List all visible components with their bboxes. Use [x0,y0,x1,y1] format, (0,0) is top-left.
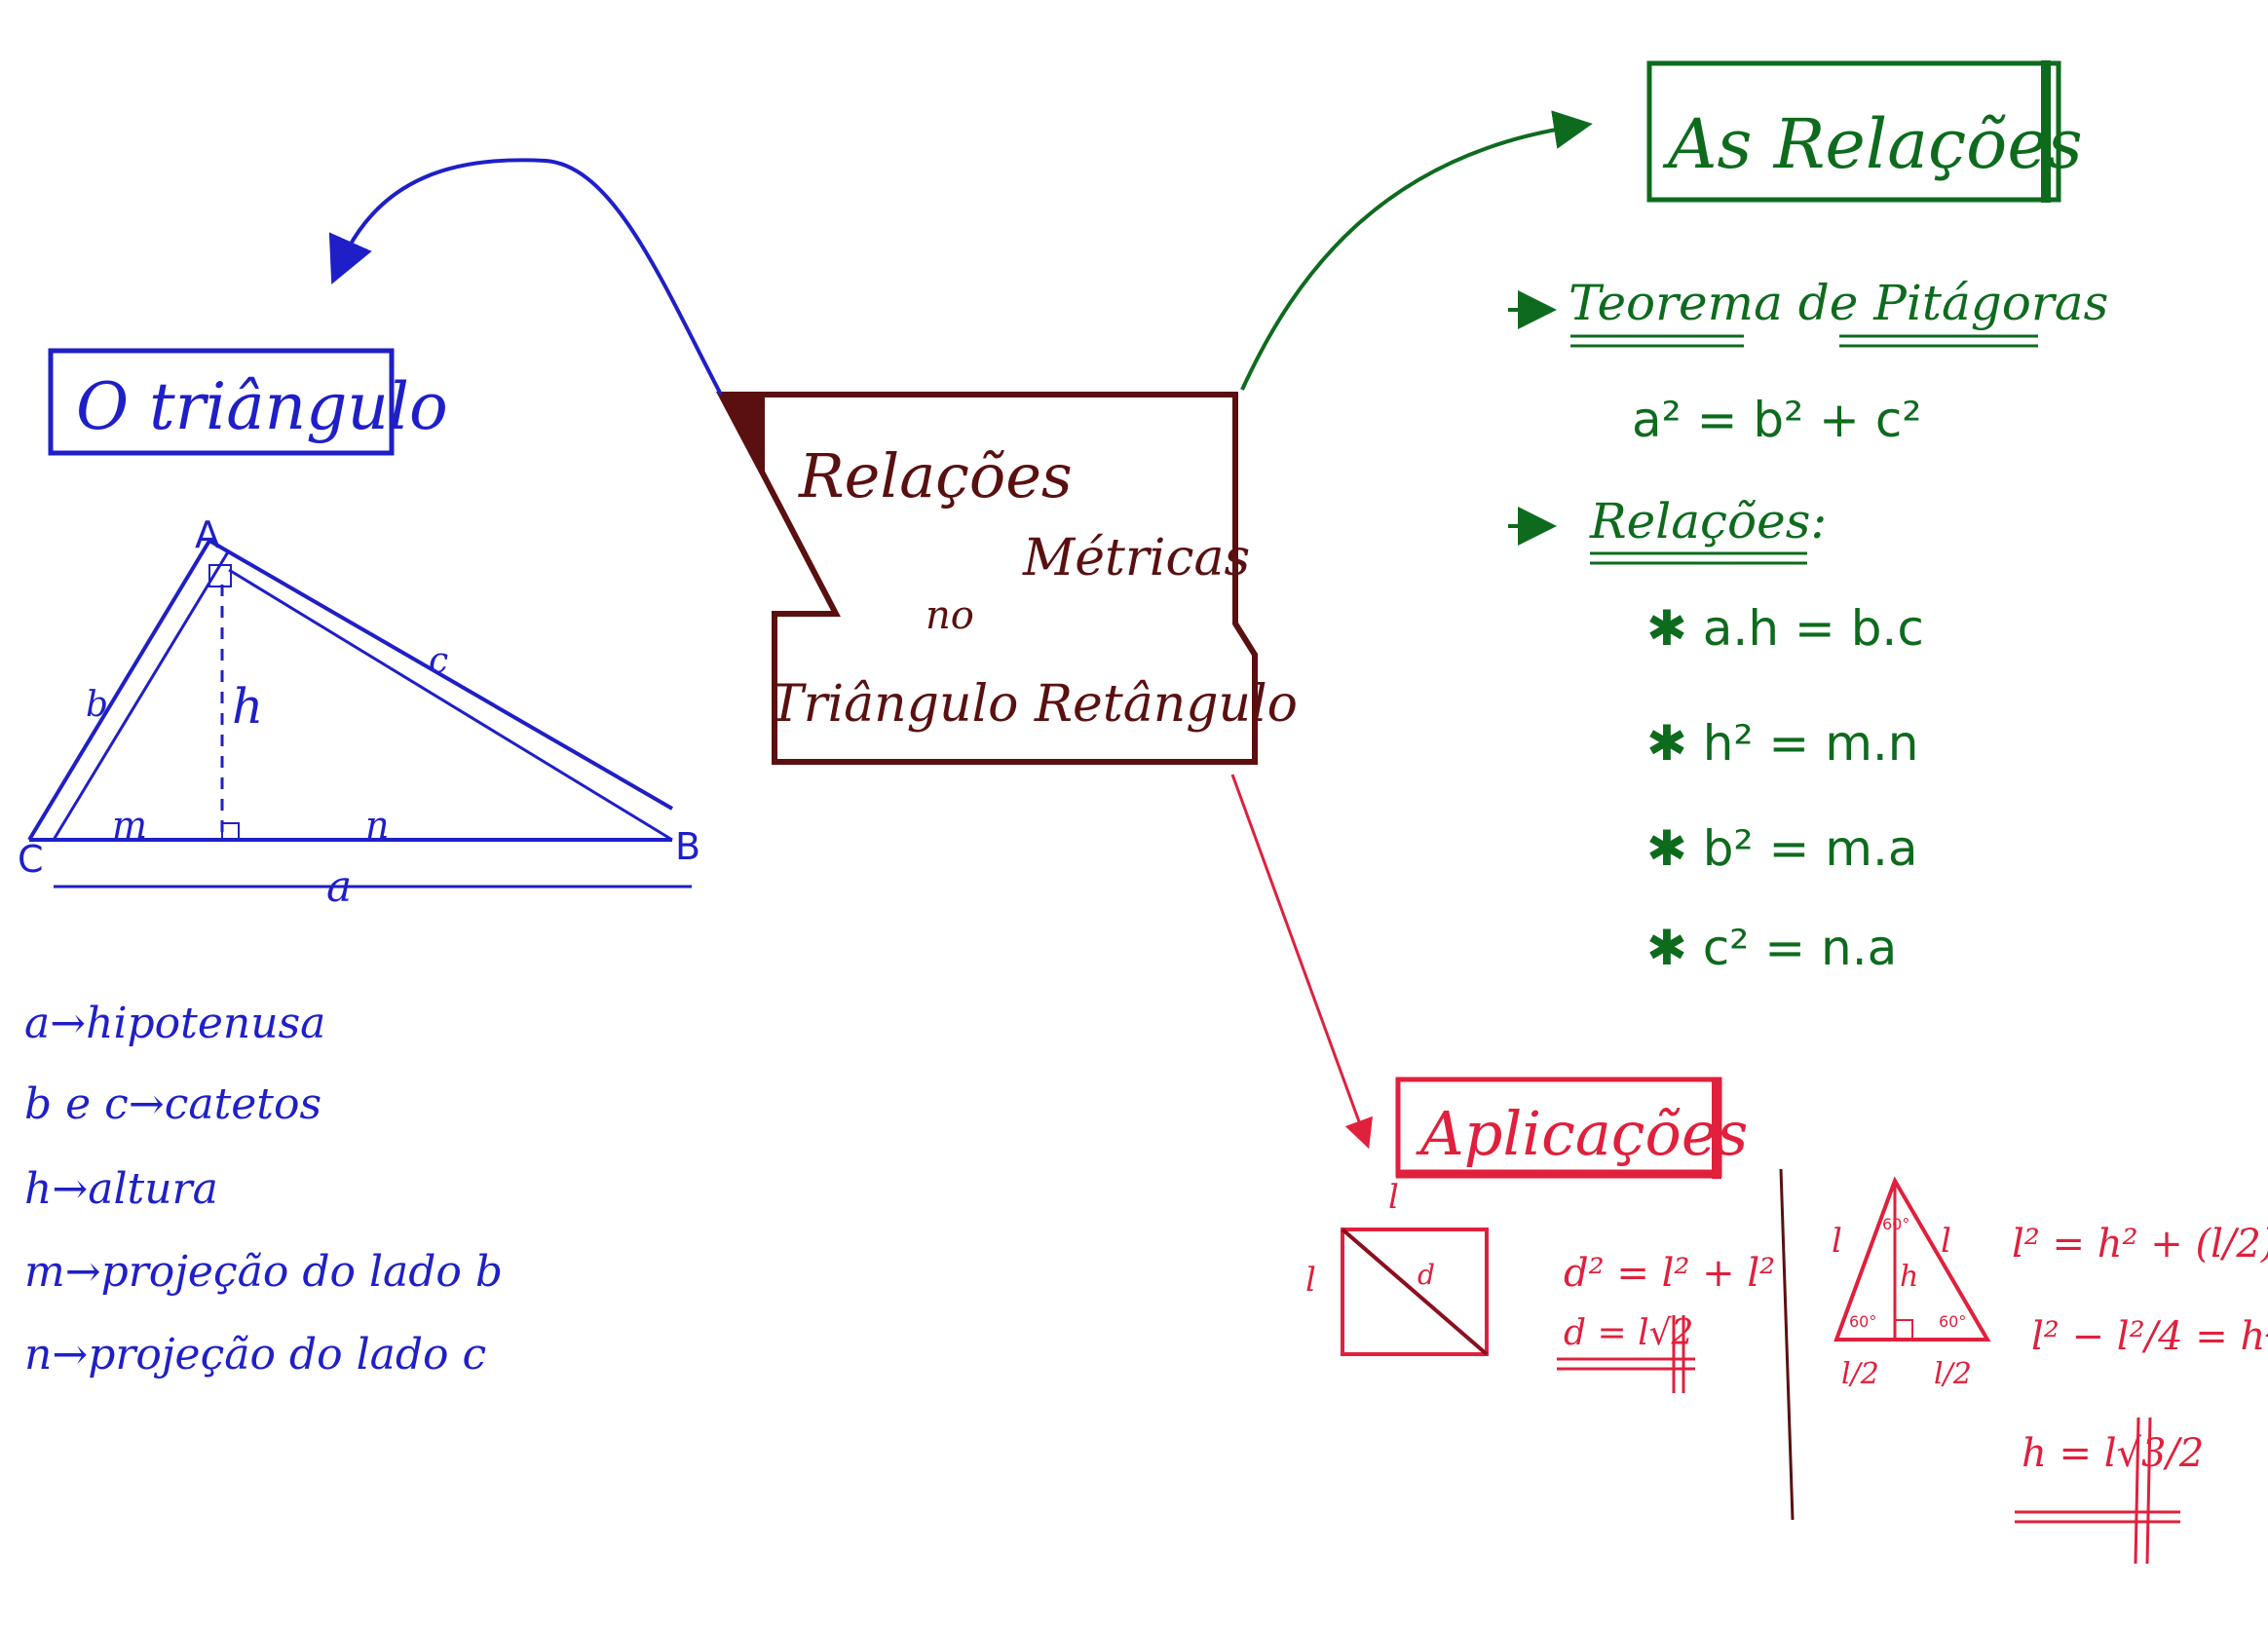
square-shape [1341,1228,1489,1356]
equilateral-right-angle [1894,1319,1913,1341]
square-side-top: l [1388,1178,1399,1217]
square-formula1: d² = l² + l² [1564,1251,1775,1296]
vertex-b-label: B [675,825,700,868]
connector-blue [328,158,723,396]
relation-formula: ✱ h² = m.n [1646,715,1919,772]
eq-half-right: l/2 [1934,1357,1972,1391]
right-angle-mark [221,822,240,841]
eq-half-left: l/2 [1841,1357,1879,1391]
legend-item: a→hipotenusa [24,999,325,1048]
eq-formula3: h = l√3/2 [2022,1431,2204,1476]
eq-result-mark [2134,1417,2140,1565]
relations-branch: As Relações Teorema de Pitágoras a² = b²… [1508,60,2108,976]
legend-item: b e c→catetos [24,1079,321,1129]
square-diag-label: d [1418,1259,1435,1291]
central-line2: Métricas [1022,529,1250,587]
square-example: l l d d² = l² + l² d = l√2 [1305,1178,1775,1393]
relations-label: Relações: [1589,493,1827,549]
proj-n-label: n [365,804,389,847]
base-a-label: a [326,862,352,912]
applications-title: Aplicações [1416,1098,1748,1169]
vertex-a-angle-mark [208,564,232,587]
applications-divider [1779,1168,1795,1521]
legend-item: n→projeção do lado c [24,1330,486,1380]
vertex-a-label: A [195,513,220,556]
applications-branch: Aplicações l l d d² = l² + l² d = l√2 l … [1305,1077,2268,1565]
side-c-line [208,539,674,811]
central-line3: no [926,593,974,638]
eq-side-left: l [1832,1222,1842,1261]
side-c-line2 [228,568,673,842]
eq-angle-right: 60° [1939,1312,1966,1331]
legend-item: h→altura [24,1164,218,1214]
square-formula2: d = l√2 [1564,1313,1693,1353]
relation-formula: ✱ b² = m.a [1646,820,1918,877]
legend-item: m→projeção do lado b [24,1247,503,1297]
triangle-title-box [48,348,395,456]
central-corner-fill [721,395,765,477]
equilateral-example: l l h 60° 60° 60° l/2 l/2 l² = h² + (l/2… [1832,1176,2268,1565]
relation-formula: ✱ c² = n.a [1646,920,1897,976]
square-diagonal [1341,1228,1489,1356]
central-line1: Relações [798,440,1073,511]
proj-m-label: m [112,804,147,847]
eq-formula2: l² − l²/4 = h² [2031,1314,2268,1359]
central-line4: Triângulo Retângulo [770,675,1298,734]
central-frame [716,392,1258,765]
side-b-line [27,539,211,842]
side-b-line2 [52,549,231,841]
triangle-legend: a→hipotenusa b e c→catetos h→altura m→pr… [24,999,503,1380]
relations-title-box [1646,60,2061,203]
vertex-c-label: C [18,838,44,881]
central-node: Relações Métricas no Triângulo Retângulo [716,392,1298,765]
relations-title: As Relações [1662,104,2083,184]
eq-height-label: h [1900,1260,1918,1294]
side-b-label: b [86,685,108,725]
eq-formula1: l² = h² + (l/2)² [2012,1222,2268,1267]
side-c-label: c [429,641,448,681]
height-label: h [232,678,263,735]
pythagoras-formula: a² = b² + c² [1632,392,1921,448]
eq-side-right: l [1941,1222,1951,1261]
eq-angle-top: 60° [1882,1215,1909,1233]
pythagoras-label: Teorema de Pitágoras [1569,275,2108,331]
square-side-left: l [1305,1261,1316,1300]
right-triangle-figure: A B C b c h m n a [18,513,700,912]
triangle-branch: O triângulo A B C b c h m n a a→hipotenu… [18,348,700,1380]
relation-formula: ✱ a.h = b.c [1646,600,1924,657]
connector-green [1240,110,1593,391]
eq-angle-left: 60° [1849,1312,1876,1331]
triangle-title: O triângulo [76,369,448,444]
eq-result-mark [2145,1417,2152,1565]
connector-red [1230,774,1373,1150]
